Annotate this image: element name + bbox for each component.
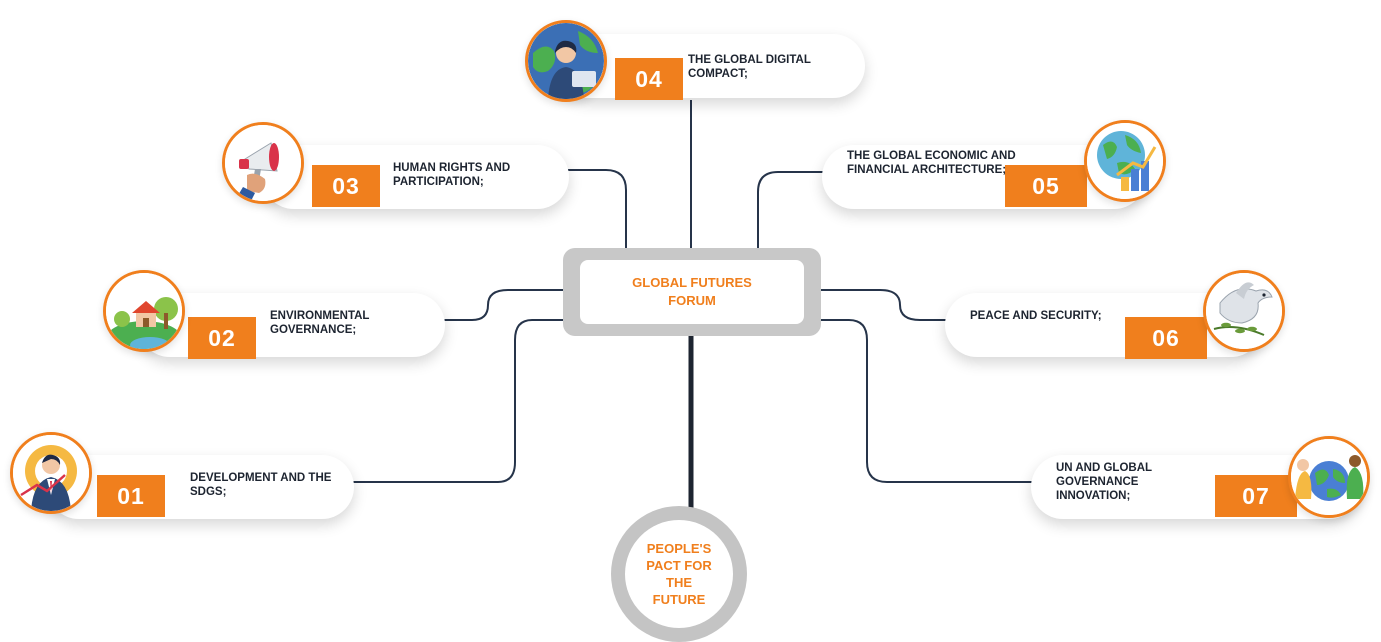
topic-06-number: 06 (1125, 317, 1207, 359)
megaphone-icon (222, 122, 304, 204)
topic-01-label: DEVELOPMENT AND THE SDGS; (190, 472, 332, 498)
connector-07 (821, 319, 1033, 483)
connector-05 (757, 171, 826, 250)
topic-02-number: 02 (188, 317, 256, 359)
house-earth-icon (103, 270, 185, 352)
connector-01 (353, 319, 565, 483)
person-laptop-globe-icon (525, 20, 607, 102)
people-holding-earth-icon (1288, 436, 1370, 518)
topic-07-number: 07 (1215, 475, 1297, 517)
topic-01-number: 01 (97, 475, 165, 517)
topic-03-number: 03 (312, 165, 380, 207)
connector-03 (565, 169, 627, 250)
businessman-gear-icon (10, 432, 92, 514)
pact-title-text: PEOPLE'S PACT FOR THE FUTURE (646, 541, 712, 607)
hub-title-text: GLOBAL FUTURES FORUM (632, 275, 752, 308)
dove-olive-branch-icon (1203, 270, 1285, 352)
connector-06 (821, 289, 946, 321)
hub-title: GLOBAL FUTURES FORUM (580, 260, 804, 324)
topic-07-label: UN AND GLOBAL GOVERNANCE INNOVATION; (1056, 462, 1152, 502)
topic-05-number: 05 (1005, 165, 1087, 207)
topic-03-label: HUMAN RIGHTS AND PARTICIPATION; (393, 162, 511, 188)
topic-02-label: ENVIRONMENTAL GOVERNANCE; (270, 310, 370, 336)
connector-02 (444, 289, 565, 321)
topic-04-label: THE GLOBAL DIGITAL COMPACT; (688, 54, 811, 80)
topic-05-label: THE GLOBAL ECONOMIC AND FINANCIAL ARCHIT… (847, 150, 1016, 176)
topic-06-label: PEACE AND SECURITY; (970, 310, 1102, 322)
globe-growth-chart-icon (1084, 120, 1166, 202)
topic-04-number: 04 (615, 58, 683, 100)
pact-title: PEOPLE'S PACT FOR THE FUTURE (625, 520, 733, 628)
